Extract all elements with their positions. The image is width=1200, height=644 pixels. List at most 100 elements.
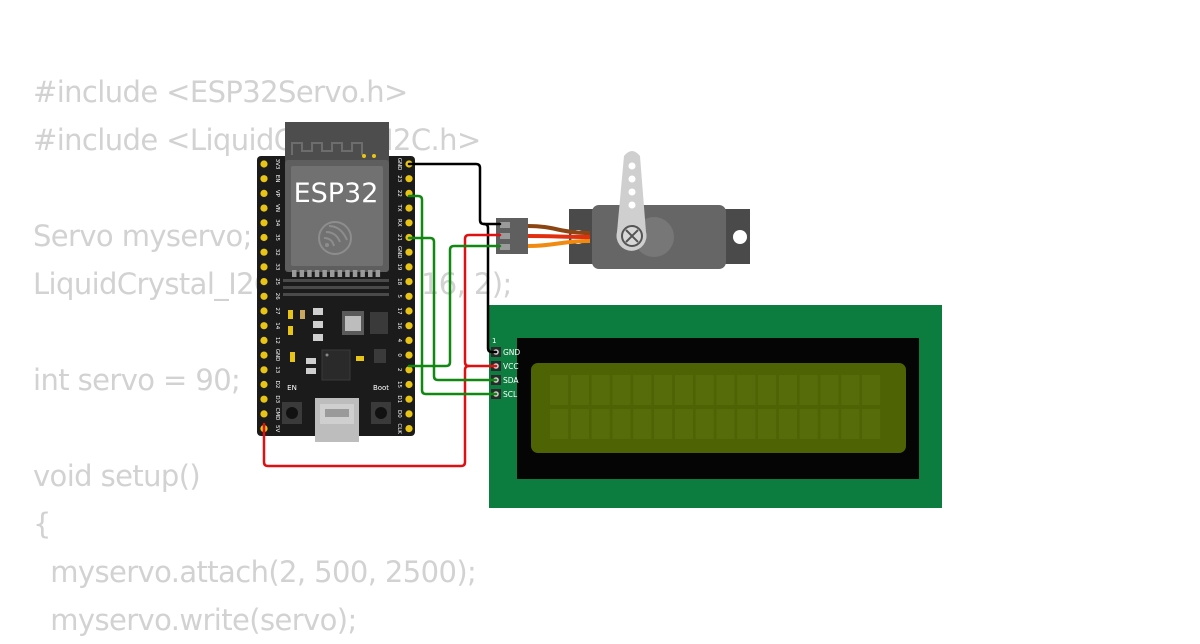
code-line: int servo = 90;	[33, 363, 241, 397]
esp32-pin-cmd[interactable]	[260, 410, 268, 418]
wire-gnd-lcd	[482, 222, 498, 354]
esp32-pin-0[interactable]	[405, 351, 413, 359]
esp32-pin-27[interactable]	[260, 307, 268, 315]
esp32-pin-4[interactable]	[405, 336, 413, 344]
wire-gnd-servo	[407, 162, 502, 226]
esp32-pin-label: 32	[274, 249, 280, 256]
code-line: myservo.attach(2, 500, 2500);	[33, 555, 477, 589]
esp32-pin-label: TX	[396, 204, 402, 212]
servo-shaft-icon	[621, 225, 643, 247]
lcd-pin-label: GND	[503, 348, 520, 357]
esp32-pin-label: 18	[396, 278, 402, 285]
esp32-pin-label: 23	[396, 175, 402, 182]
esp32-pin-23[interactable]	[405, 175, 413, 183]
esp32-pin-33[interactable]	[260, 263, 268, 271]
lcd-cell	[570, 375, 589, 405]
esp32-pin-label: 14	[274, 322, 280, 329]
boot-button[interactable]	[371, 402, 391, 424]
esp32-pin-rx[interactable]	[405, 219, 413, 227]
esp32-pin-5[interactable]	[405, 292, 413, 300]
lcd-cell	[570, 409, 589, 439]
esp32-pin-d0[interactable]	[405, 410, 413, 418]
esp32-pin-18[interactable]	[405, 278, 413, 286]
code-line: Servo myservo;	[33, 219, 252, 253]
esp32-pin-25[interactable]	[260, 278, 268, 286]
esp32-pin-13[interactable]	[260, 366, 268, 374]
esp32-pin-label: GND	[396, 246, 402, 259]
esp32-pin-34[interactable]	[260, 219, 268, 227]
en-button[interactable]	[282, 402, 302, 424]
esp32-pin-12[interactable]	[260, 336, 268, 344]
esp32-pin-label: 33	[274, 263, 280, 270]
lcd-cell	[737, 409, 756, 439]
cap-8	[356, 356, 364, 361]
lcd-cell	[591, 409, 610, 439]
esp32-pin-label: CLK	[396, 423, 402, 434]
module-pad	[292, 270, 297, 277]
regulator-tab	[345, 316, 361, 331]
esp32-pin-35[interactable]	[260, 233, 268, 242]
esp32-pin-2[interactable]	[405, 366, 413, 374]
code-line: #include <ESP32Servo.h>	[33, 75, 408, 109]
module-pad	[337, 270, 343, 277]
esp32-pin-label: CMD	[274, 407, 280, 420]
esp32-pin-label: 22	[396, 190, 402, 197]
lcd-cell	[591, 375, 610, 405]
esp32-pin-gnd[interactable]	[260, 351, 268, 359]
esp32-pin-label: GND	[396, 158, 402, 171]
lcd-pin-label: VCC	[503, 362, 519, 371]
lcd-cell	[862, 375, 881, 405]
esp32-pin-32[interactable]	[260, 248, 268, 256]
esp32-pin-d3[interactable]	[260, 395, 268, 403]
module-pad	[330, 270, 335, 277]
servo-mount-hole-right	[733, 230, 747, 244]
module-pad-row	[283, 279, 389, 282]
esp32-pin-label: 34	[274, 219, 280, 226]
esp32-pin-16[interactable]	[405, 322, 413, 330]
module-pad	[314, 270, 320, 277]
wire-gpio2-servo	[407, 244, 502, 368]
esp32-pin-label: 5	[396, 295, 402, 299]
lcd-cell	[841, 375, 860, 405]
esp32-pin-d1[interactable]	[405, 395, 413, 403]
lcd-cell	[633, 409, 652, 439]
esp32-pin-gnd[interactable]	[405, 248, 413, 256]
module-pad	[299, 270, 305, 277]
esp32-pin-vn[interactable]	[260, 204, 268, 212]
lcd-cell	[633, 375, 652, 405]
lcd-cell	[695, 409, 714, 439]
esp32-pin-label: D2	[274, 381, 280, 389]
esp32-pin-19[interactable]	[405, 263, 413, 271]
lcd-cell	[799, 409, 818, 439]
esp32-pin-tx[interactable]	[405, 204, 413, 212]
esp32-pin-en[interactable]	[260, 175, 268, 183]
esp32-pin-label: D0	[396, 410, 402, 418]
lcd-cell	[612, 409, 631, 439]
esp32-pin-vp[interactable]	[260, 189, 268, 197]
code-line: void setup()	[33, 459, 201, 493]
esp32-pin-label: 12	[274, 337, 280, 344]
esp32-pin-3v3[interactable]	[260, 160, 268, 168]
servo-cable	[527, 224, 591, 248]
esp32-pin-clk[interactable]	[405, 425, 413, 433]
wire-5v	[262, 364, 498, 468]
esp32-pin-d2[interactable]	[260, 380, 268, 389]
lcd-cell	[841, 409, 860, 439]
esp32-pin-17[interactable]	[405, 307, 413, 315]
lcd-cell	[820, 409, 839, 439]
esp32-pin-26[interactable]	[260, 292, 268, 300]
esp32-pin-label: 4	[396, 339, 402, 343]
lcd-cell	[737, 375, 756, 405]
lcd-cell	[716, 409, 735, 439]
esp32-pin-15[interactable]	[405, 380, 413, 389]
cap-6	[306, 358, 316, 364]
esp32-board[interactable]: ESP32 EN	[257, 122, 415, 442]
esp32-pin-headers: 3V3ENVPVN343532332526271412GND13D2D3CMD5…	[260, 158, 413, 434]
servo-motor[interactable]	[569, 151, 750, 269]
cap-4	[370, 312, 388, 334]
boot-label: Boot	[373, 384, 389, 392]
espressif-logo-icon	[318, 221, 352, 255]
esp32-pin-14[interactable]	[260, 322, 268, 330]
